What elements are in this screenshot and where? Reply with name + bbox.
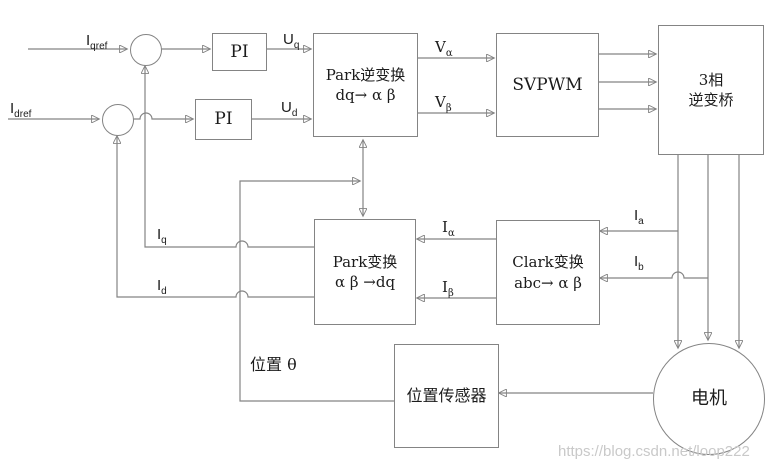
park-subtitle: α β →dq xyxy=(334,273,396,291)
block-pi-q: PI xyxy=(212,33,267,71)
position-sensor-label: 位置传感器 xyxy=(406,386,487,406)
block-position-sensor: 位置传感器 xyxy=(394,344,499,448)
signal-label-ibeta: Iβ xyxy=(442,278,454,299)
wire-sum-d-to-pi xyxy=(132,112,193,119)
inverter-bridge-line2: 逆变桥 xyxy=(688,91,734,109)
signal-label-ib: Ib xyxy=(634,253,644,273)
signal-label-theta: 位置 θ xyxy=(250,355,297,374)
clark-title: Clark变换 xyxy=(512,253,584,272)
signal-label-ialpha: Iα xyxy=(442,218,455,239)
signal-label-id: Id xyxy=(157,277,167,297)
signal-label-ia: Ia xyxy=(634,207,644,227)
summing-junction-q xyxy=(130,34,162,66)
svpwm-label: SVPWM xyxy=(512,74,583,95)
inverter-bridge-line1: 3相 xyxy=(698,70,724,89)
signal-label-iq: Iq xyxy=(157,226,167,246)
motor-label: 电机 xyxy=(691,387,727,409)
park-inverse-title: Park逆变换 xyxy=(325,65,406,84)
block-park: Park变换 α β →dq xyxy=(314,219,416,325)
block-svpwm: SVPWM xyxy=(496,33,599,137)
block-inverter-bridge: 3相 逆变桥 xyxy=(658,25,764,155)
motor-circle: 电机 xyxy=(653,343,765,455)
signal-label-valpha: Vα xyxy=(435,38,453,59)
park-title: Park变换 xyxy=(332,252,398,271)
watermark: https://blog.csdn.net/loop222 xyxy=(558,443,750,460)
wire-theta xyxy=(239,181,394,402)
block-pi-d: PI xyxy=(195,99,252,140)
wire-iq-feedback xyxy=(145,66,314,248)
block-clark: Clark变换 abc→ α β xyxy=(496,220,600,325)
park-inverse-subtitle: dq→ α β xyxy=(335,86,396,104)
signal-label-vbeta: Vβ xyxy=(435,93,452,114)
wire-ib xyxy=(600,271,708,278)
clark-subtitle: abc→ α β xyxy=(514,273,582,292)
signal-label-uq: Uq xyxy=(283,31,300,51)
block-park-inverse: Park逆变换 dq→ α β xyxy=(313,33,418,137)
signal-label-iqref: Iqref xyxy=(86,32,108,52)
signal-label-ud: Ud xyxy=(281,99,298,119)
wire-id-feedback xyxy=(117,136,314,298)
pi-q-label: PI xyxy=(230,41,249,62)
pi-d-label: PI xyxy=(214,109,233,130)
summing-junction-d xyxy=(102,104,134,136)
signal-label-idref: Idref xyxy=(10,100,32,120)
